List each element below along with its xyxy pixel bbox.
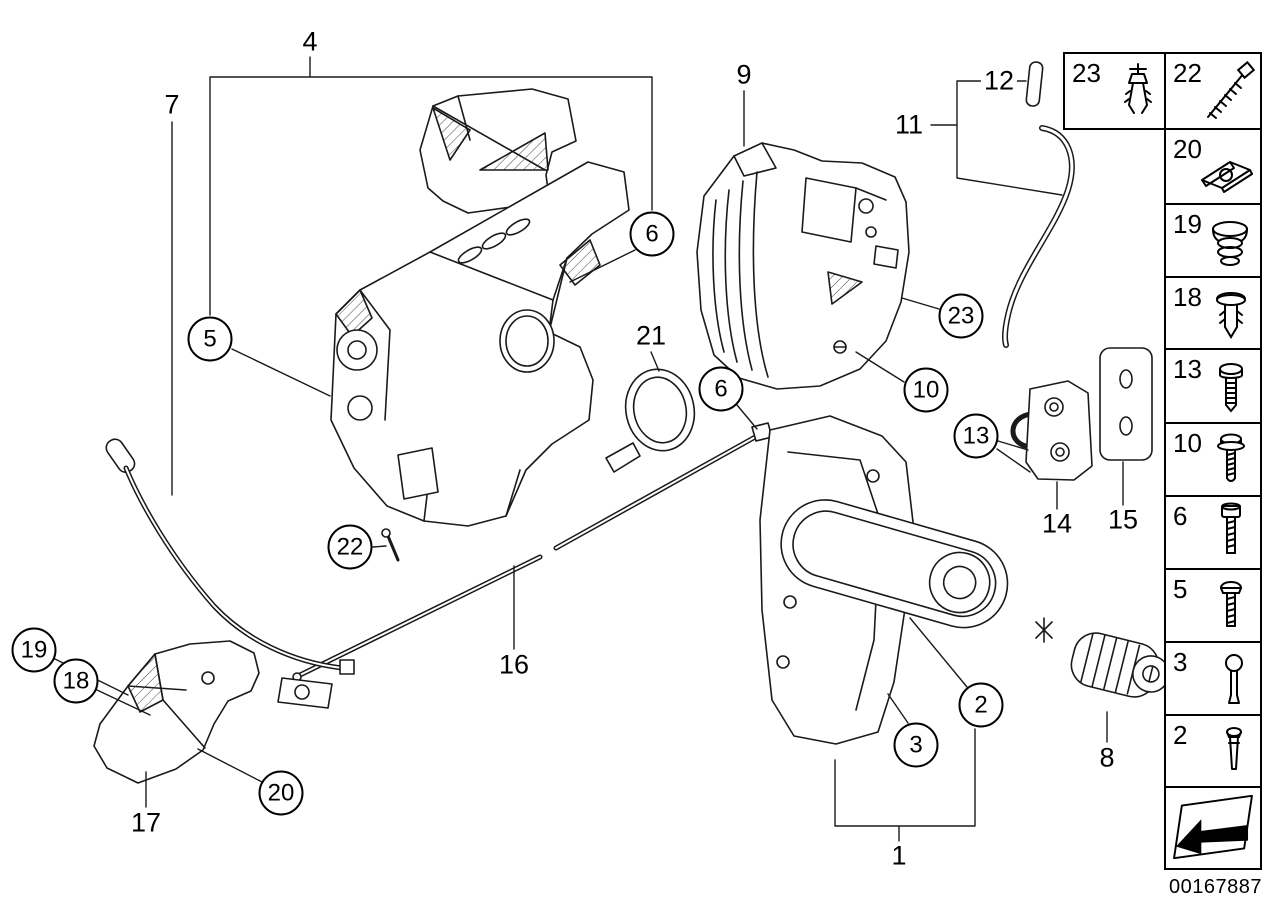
sidebar-item-number: 6 xyxy=(1173,501,1188,531)
callout-6-upper[interactable]: 6 xyxy=(629,211,675,257)
fillister-screw-icon xyxy=(1206,501,1256,565)
pin-icon xyxy=(1212,723,1256,783)
sidebar-item-number: 23 xyxy=(1072,58,1101,88)
callout-5[interactable]: 5 xyxy=(187,316,233,362)
sidebar-item-3[interactable]: 3 xyxy=(1164,641,1262,716)
sidebar-item-6[interactable]: 6 xyxy=(1164,495,1262,570)
striker-plate xyxy=(1099,347,1153,461)
sidebar-item-number: 19 xyxy=(1173,209,1202,239)
diagram-number: 00167887 xyxy=(1169,876,1262,898)
countersunk-screw-icon xyxy=(1206,359,1256,419)
sidebar-item-10[interactable]: 10 xyxy=(1164,422,1262,497)
callout-2[interactable]: 2 xyxy=(958,682,1004,728)
lock-bowden-tube xyxy=(1001,125,1075,348)
actuating-cable xyxy=(292,422,773,682)
callout-20[interactable]: 20 xyxy=(258,770,304,816)
interior-handle xyxy=(93,640,333,784)
callout-16[interactable]: 16 xyxy=(495,650,533,680)
lock-actuator xyxy=(696,142,910,390)
blind-rivet-icon xyxy=(1212,651,1256,711)
callout-22[interactable]: 22 xyxy=(327,524,373,570)
dome-head-screw-icon xyxy=(1206,576,1256,638)
callout-11[interactable]: 11 xyxy=(891,110,927,140)
expansion-rivet-icon xyxy=(1116,61,1160,125)
pan-head-screw-icon xyxy=(1206,430,1256,492)
callout-4[interactable]: 4 xyxy=(299,27,321,57)
sidebar-item-number: 18 xyxy=(1173,282,1202,312)
callout-12[interactable]: 12 xyxy=(980,66,1018,96)
callout-14[interactable]: 14 xyxy=(1038,509,1076,539)
sidebar-item-19[interactable]: 19 xyxy=(1164,203,1262,278)
callout-3[interactable]: 3 xyxy=(893,722,939,768)
sidebar-item-22[interactable]: 22 xyxy=(1164,52,1262,130)
sidebar-item-number: 22 xyxy=(1173,58,1202,88)
striker xyxy=(1010,380,1093,481)
connecting-rod xyxy=(1025,61,1044,107)
bowden-cable xyxy=(105,438,355,675)
sidebar-item-5[interactable]: 5 xyxy=(1164,568,1262,643)
lock-cylinder xyxy=(1035,617,1170,698)
sidebar-item-number: 10 xyxy=(1173,428,1202,458)
callout-17[interactable]: 17 xyxy=(127,808,165,838)
callout-15[interactable]: 15 xyxy=(1104,505,1142,535)
callout-19[interactable]: 19 xyxy=(11,627,57,673)
callout-7[interactable]: 7 xyxy=(161,90,183,120)
sidebar-item-number: 20 xyxy=(1173,134,1202,164)
push-rivet-icon xyxy=(1206,285,1256,345)
cable-strap-icon xyxy=(1200,61,1256,125)
callout-18[interactable]: 18 xyxy=(53,658,99,704)
speed-nut-icon xyxy=(1196,144,1256,200)
back-arrow-icon xyxy=(1168,790,1258,864)
sidebar-item-number: 5 xyxy=(1173,574,1188,604)
callout-1[interactable]: 1 xyxy=(888,841,910,871)
sidebar-item-number: 3 xyxy=(1173,647,1188,677)
outer-handle xyxy=(780,499,1009,629)
sidebar-item-20[interactable]: 20 xyxy=(1164,128,1262,205)
callout-9[interactable]: 9 xyxy=(733,60,755,90)
sidebar-item-number: 2 xyxy=(1173,720,1188,750)
sidebar-item-18[interactable]: 18 xyxy=(1164,276,1262,350)
sidebar-item-number: 13 xyxy=(1173,354,1202,384)
callout-6-lower[interactable]: 6 xyxy=(698,366,744,412)
callout-13[interactable]: 13 xyxy=(953,413,999,459)
callout-8[interactable]: 8 xyxy=(1096,743,1118,773)
clip-pin xyxy=(381,528,400,562)
gasket xyxy=(605,368,696,473)
sidebar-item-2[interactable]: 2 xyxy=(1164,714,1262,788)
carrier-assembly xyxy=(330,88,630,527)
sidebar-item-23[interactable]: 23 xyxy=(1063,52,1166,130)
callout-10[interactable]: 10 xyxy=(903,367,949,413)
back-arrow-button[interactable] xyxy=(1164,786,1262,870)
leader-lines xyxy=(54,56,1124,842)
sealing-grommet-icon xyxy=(1204,215,1256,273)
sidebar-item-13[interactable]: 13 xyxy=(1164,348,1262,424)
callout-21[interactable]: 21 xyxy=(632,321,670,351)
callout-23[interactable]: 23 xyxy=(938,293,984,339)
